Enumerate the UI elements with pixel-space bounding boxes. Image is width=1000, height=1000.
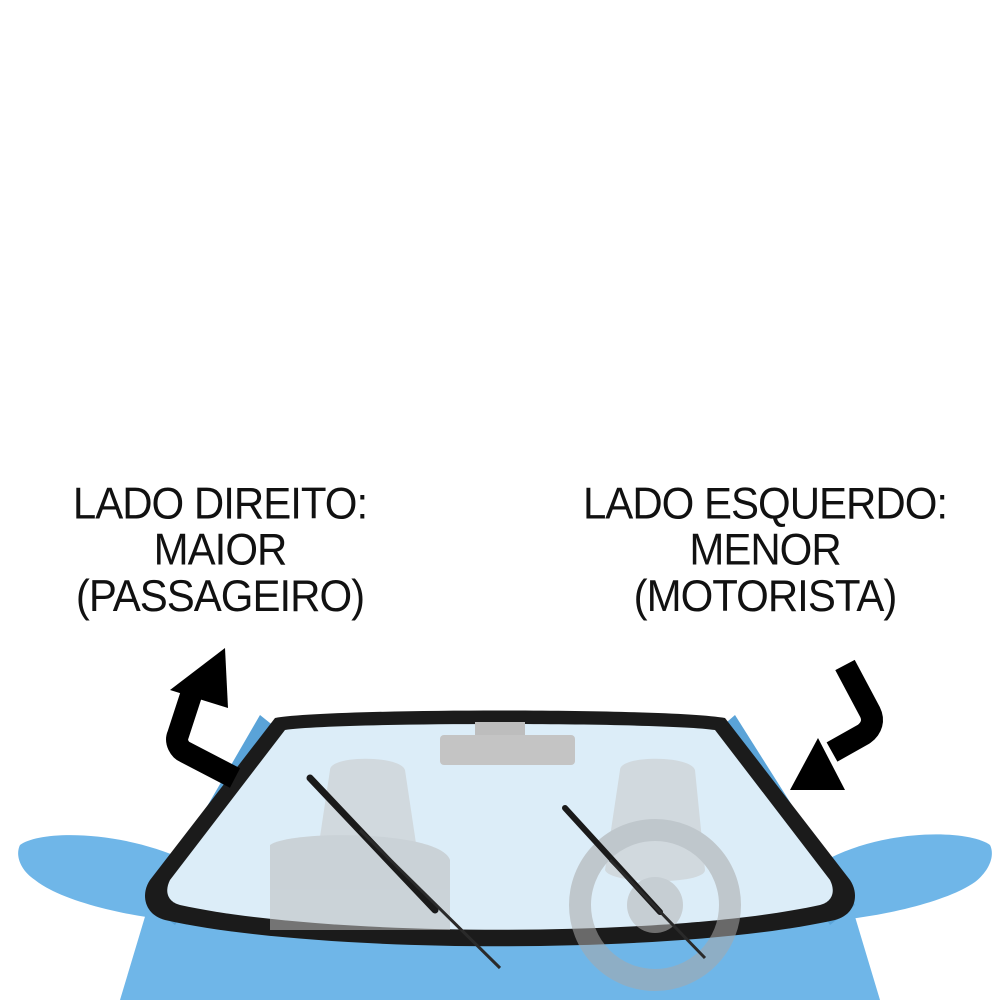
curved-arrow-up-icon bbox=[166, 648, 241, 788]
rearview-mirror-mount bbox=[475, 722, 525, 738]
left-mirror bbox=[18, 835, 185, 920]
curved-arrow-down-icon bbox=[790, 659, 883, 790]
right-side-title: LADO DIREITO: bbox=[72, 478, 368, 528]
rearview-mirror bbox=[440, 735, 575, 765]
left-side-role: (MOTORISTA) bbox=[633, 571, 898, 621]
driver-wiper-arm bbox=[608, 858, 707, 960]
right-side-role: (PASSAGEIRO) bbox=[75, 571, 365, 621]
passenger-wiper-arm bbox=[358, 828, 502, 970]
left-side-label: LADO ESQUERDO: MENOR (MOTORISTA) bbox=[565, 478, 965, 621]
right-mirror bbox=[830, 834, 992, 920]
passenger-seat-base bbox=[270, 835, 450, 930]
right-side-label: LADO DIREITO: MAIOR (PASSAGEIRO) bbox=[40, 478, 400, 621]
steering-wheel bbox=[569, 819, 741, 991]
left-side-size: MENOR bbox=[689, 524, 841, 575]
wipers bbox=[306, 774, 707, 970]
left-side-title: LADO ESQUERDO: bbox=[582, 478, 948, 528]
right-side-size: MAIOR bbox=[153, 524, 288, 575]
